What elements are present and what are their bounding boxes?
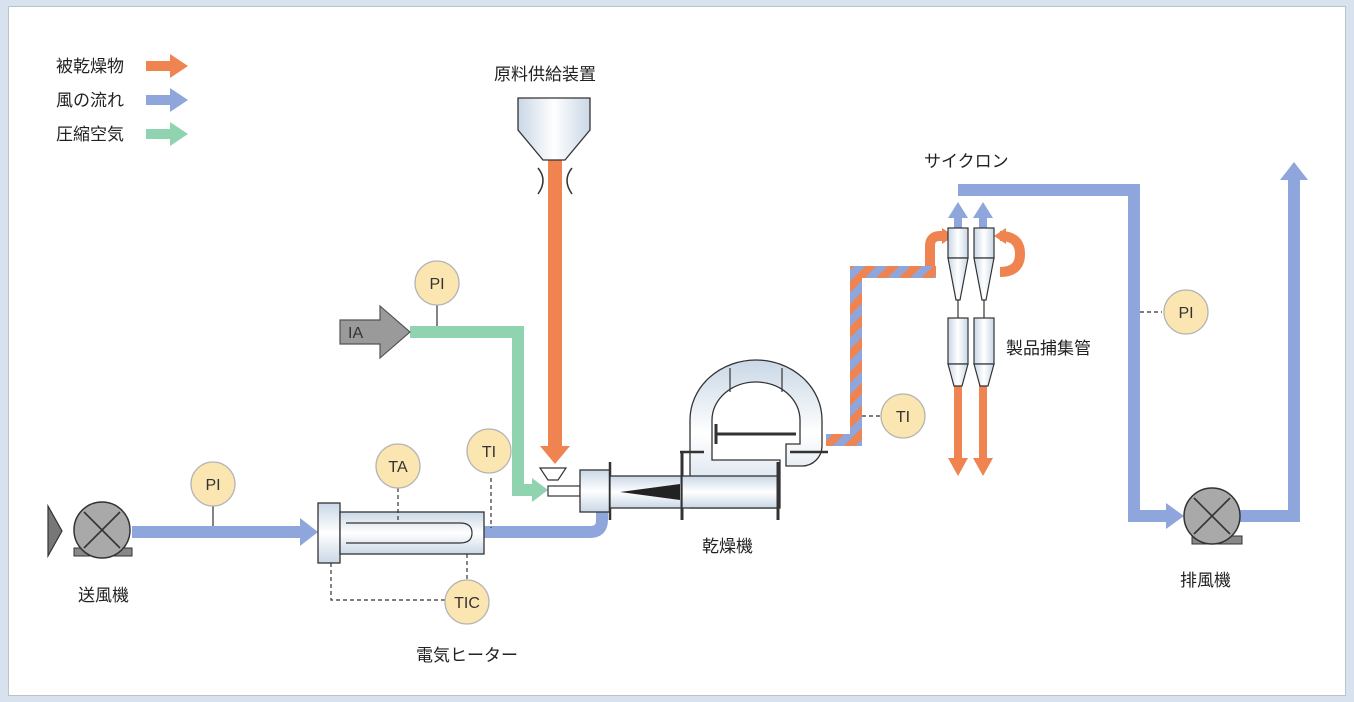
diagram-frame	[8, 6, 1346, 696]
legend-material-arrow	[146, 54, 188, 78]
instrument-ti-heater: TI	[466, 428, 512, 474]
material-flow-lines	[540, 160, 1026, 476]
svg-text:PI: PI	[205, 477, 220, 494]
svg-text:TIC: TIC	[454, 595, 480, 612]
instruments: PI TA TI TIC PI TI PI	[190, 260, 1209, 625]
cyclone-label: サイクロン	[924, 152, 1009, 172]
exhaust-fan-label: 排風機	[1180, 571, 1231, 591]
instrument-leaders	[212, 305, 1162, 601]
legend-compressed-arrow	[146, 122, 188, 146]
svg-text:TI: TI	[896, 409, 910, 426]
feeder-label: 原料供給装置	[494, 65, 596, 85]
svg-text:TI: TI	[482, 444, 496, 461]
legend-air-label: 風の流れ	[56, 91, 124, 111]
svg-text:PI: PI	[429, 276, 444, 293]
dryer: 乾燥機	[538, 359, 828, 557]
svg-text:PI: PI	[1178, 305, 1193, 322]
heater-label: 電気ヒーター	[416, 646, 518, 666]
instrument-pi-exhaust: PI	[1163, 289, 1209, 335]
electric-heater: 電気ヒーター	[317, 502, 518, 666]
ia-inlet: IA	[339, 304, 411, 360]
instrument-ti-dryer: TI	[880, 393, 926, 439]
blower: 送風機	[47, 501, 133, 606]
cyclones: サイクロン 製品捕集管	[924, 152, 1091, 387]
blower-label: 送風機	[78, 586, 129, 606]
legend: 被乾燥物 風の流れ 圧縮空気	[56, 54, 188, 146]
instrument-pi-blower: PI	[190, 461, 236, 507]
svg-text:TA: TA	[388, 459, 408, 476]
dryer-label: 乾燥機	[702, 537, 753, 557]
exhaust-fan: 排風機	[1180, 487, 1243, 591]
mixed-flow-line	[826, 266, 936, 446]
compressed-air-line	[410, 326, 548, 502]
ia-label: IA	[348, 325, 363, 342]
product-tube-label: 製品捕集管	[1006, 339, 1091, 359]
legend-air-arrow	[146, 88, 188, 112]
instrument-ta: TA	[375, 443, 421, 489]
instrument-pi-ia: PI	[414, 260, 460, 306]
feeder: 原料供給装置	[494, 65, 596, 195]
instrument-tic: TIC	[444, 579, 490, 625]
air-flow-lines	[132, 162, 1308, 546]
legend-material-label: 被乾燥物	[56, 57, 124, 77]
legend-compressed-label: 圧縮空気	[56, 125, 124, 145]
